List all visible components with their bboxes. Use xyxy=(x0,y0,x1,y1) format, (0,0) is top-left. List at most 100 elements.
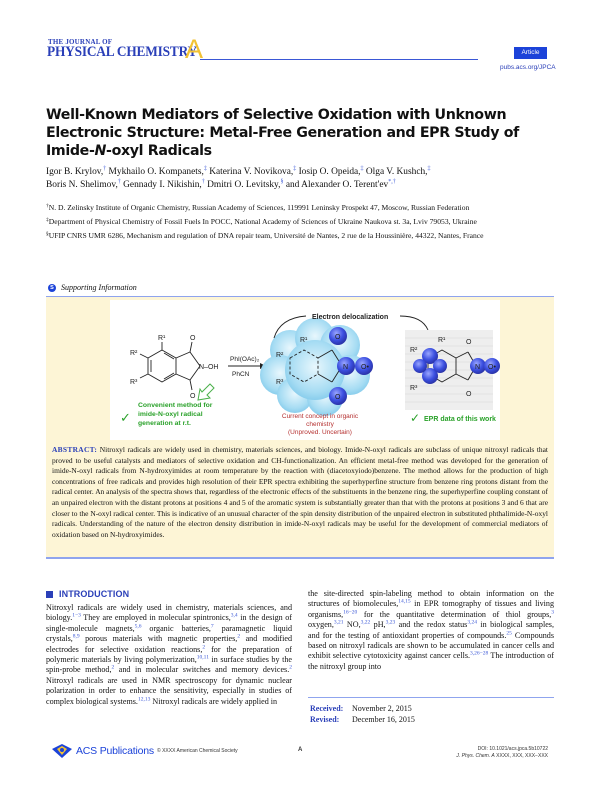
author[interactable]: Igor B. Krylov,† xyxy=(46,166,107,177)
svg-text:N: N xyxy=(343,364,348,371)
citation-link[interactable]: 3,23 xyxy=(385,619,396,626)
paragraph-text: Nitroxyl radicals are widely used in che… xyxy=(46,603,292,623)
author[interactable]: Dmitri O. Levitsky,§ xyxy=(207,179,284,190)
svg-text:✓: ✓ xyxy=(120,410,131,425)
citation-link[interactable]: 3,4 xyxy=(230,612,238,619)
paragraph-text: in the design of single-molecule magnets… xyxy=(46,613,292,633)
date-revised: Revised:December 16, 2015 xyxy=(310,715,415,724)
citation-link[interactable]: 14,15 xyxy=(398,598,411,605)
abstract-label: ABSTRACT: xyxy=(52,445,98,454)
citation-link[interactable]: 16−20 xyxy=(343,609,358,616)
author[interactable]: and Alexander O. Terent'ev*,† xyxy=(285,179,396,190)
acs-publications-logo[interactable]: ACS Publications xyxy=(52,744,154,758)
supporting-information-link[interactable]: S Supporting Information xyxy=(48,283,137,292)
supporting-info-icon: S xyxy=(48,283,56,292)
journal-name-line1: THE JOURNAL OF xyxy=(48,38,113,46)
paragraph-text: Compounds based on nitroxyl radicals are… xyxy=(308,630,554,661)
svg-text:R²: R² xyxy=(410,347,418,354)
author[interactable]: Iosip O. Opeida,‡ xyxy=(298,166,364,177)
paragraph-text: the site-directed spin-labeling method t… xyxy=(308,589,554,609)
section-square-icon xyxy=(46,590,53,598)
citation-link[interactable]: 10,11 xyxy=(196,654,209,661)
paragraph-text: for the preparation of polymeric materia… xyxy=(46,644,292,665)
introduction-heading: INTRODUCTION xyxy=(46,589,129,599)
citation-link[interactable]: 1−3 xyxy=(72,612,81,619)
paragraph-text: NO, xyxy=(343,620,361,630)
citation-link[interactable]: 3,26−28 xyxy=(470,650,489,657)
svg-text:O: O xyxy=(190,393,196,400)
author[interactable]: Gennady I. Nikishin,† xyxy=(123,179,205,190)
svg-text:R²: R² xyxy=(276,352,284,359)
svg-text:R³: R³ xyxy=(276,379,284,386)
author[interactable]: Olga V. Kushch,‡ xyxy=(365,166,431,177)
citation-link[interactable]: 2 xyxy=(237,633,241,640)
toc-graphic: R¹ R² R³ O O N–OH PhI(OAc)₂ PhCN ✓ Conve… xyxy=(110,300,500,440)
article-title: Well-Known Mediators of Selective Oxidat… xyxy=(46,106,526,160)
abstract-text: ABSTRACT: Nitroxyl radicals are widely u… xyxy=(52,445,548,540)
svg-text:R³: R³ xyxy=(410,385,418,392)
svg-text:generation at r.t.: generation at r.t. xyxy=(138,420,191,427)
journal-url-link[interactable]: pubs.acs.org/JPCA xyxy=(500,64,556,71)
article-type-badge: Article xyxy=(514,47,547,59)
svg-text:R¹: R¹ xyxy=(438,337,446,344)
supporting-info-label: Supporting Information xyxy=(61,283,137,292)
svg-text:PhI(OAc)₂: PhI(OAc)₂ xyxy=(230,356,260,363)
svg-text:O•: O• xyxy=(488,364,496,371)
svg-text:O: O xyxy=(190,335,196,342)
svg-text:R¹: R¹ xyxy=(300,337,308,344)
citation-link[interactable]: 2 xyxy=(111,664,115,671)
svg-text:O: O xyxy=(335,394,341,401)
title-italic-n: N xyxy=(94,143,107,159)
svg-text:O: O xyxy=(466,391,472,398)
author-list: Igor B. Krylov,† Mykhailo O. Kompanets,‡… xyxy=(46,166,556,192)
citation-link[interactable]: 12,13 xyxy=(137,696,151,703)
abstract-body: Nitroxyl radicals are widely used in che… xyxy=(52,445,548,539)
svg-text:imide-N-oxyl radical: imide-N-oxyl radical xyxy=(138,411,203,418)
author[interactable]: Mykhailo O. Kompanets,‡ xyxy=(108,166,207,177)
citation-link[interactable]: 8,9 xyxy=(72,633,80,640)
doi-link[interactable]: DOI: 10.1021/acs.jpca.5b10722 xyxy=(477,746,548,752)
introduction-right-column: the site-directed spin-labeling method t… xyxy=(308,589,554,672)
title-text-1: Well-Known Mediators of Selective Oxidat… xyxy=(46,107,519,159)
citation-link[interactable]: 7 xyxy=(210,623,214,630)
svg-text:PhCN: PhCN xyxy=(232,371,250,378)
paragraph-text: paramagnetic liquid crystals, xyxy=(46,623,293,644)
copyright-notice: © XXXX American Chemical Society xyxy=(157,748,238,754)
paragraph-text: porous materials with magnetic propertie… xyxy=(79,634,238,644)
paragraph-text: and modified electrodes for selective ox… xyxy=(46,634,292,654)
citation-link[interactable]: 2 xyxy=(289,664,292,671)
citation-link[interactable]: 3 xyxy=(551,609,554,616)
paragraph-text: for the quantitative determination of th… xyxy=(357,609,552,619)
svg-text:(Unproved. Uncertain): (Unproved. Uncertain) xyxy=(288,429,352,436)
citation-link[interactable]: 3,21 xyxy=(333,619,344,626)
svg-text:EPR data of this work: EPR data of this work xyxy=(424,416,496,423)
affiliations: †N. D. Zelinsky Institute of Organic Che… xyxy=(46,203,556,245)
citation-link[interactable]: 3,24 xyxy=(467,619,477,626)
svg-text:R¹: R¹ xyxy=(158,335,166,342)
author[interactable]: Boris N. Shelimov,† xyxy=(46,179,121,190)
svg-text:O: O xyxy=(335,334,341,341)
svg-text:Current concept in organic: Current concept in organic xyxy=(282,413,359,420)
abstract-bottom-divider xyxy=(46,557,554,559)
introduction-left-column: Nitroxyl radicals are widely used in che… xyxy=(46,603,292,707)
affiliation: †N. D. Zelinsky Institute of Organic Che… xyxy=(46,203,470,212)
publication-dates: Received:November 2, 2015 Revised:Decemb… xyxy=(310,703,415,725)
paragraph-text: in surface studies by the spin-probe met… xyxy=(46,655,292,675)
abstract-top-divider xyxy=(46,296,554,297)
paragraph-text: oxygen, xyxy=(308,620,334,630)
journal-name-line2: PHYSICAL CHEMISTRY xyxy=(47,44,198,60)
svg-text:N–OH: N–OH xyxy=(199,364,218,371)
paragraph-text: and in molecular switches and memory dev… xyxy=(114,665,290,675)
paragraph-text: Nitroxyl radicals are widely applied in xyxy=(150,696,278,706)
citation-link[interactable]: 25 xyxy=(506,630,512,637)
paragraph-text: and the redox status xyxy=(395,620,468,630)
n-hydroxyimide-structure xyxy=(139,341,201,391)
svg-text:✓: ✓ xyxy=(410,411,420,425)
affiliation: ‡Department of Physical Chemistry of Fos… xyxy=(46,217,477,226)
citation-link[interactable]: 2 xyxy=(202,644,206,651)
svg-text:R²: R² xyxy=(130,350,138,357)
paragraph-text: in EPR tomography of tissues and living … xyxy=(308,599,554,619)
citation-link[interactable]: 3,22 xyxy=(360,619,371,626)
citation-link[interactable]: 5,6 xyxy=(134,623,142,630)
author[interactable]: Katerina V. Novikova,‡ xyxy=(209,166,297,177)
